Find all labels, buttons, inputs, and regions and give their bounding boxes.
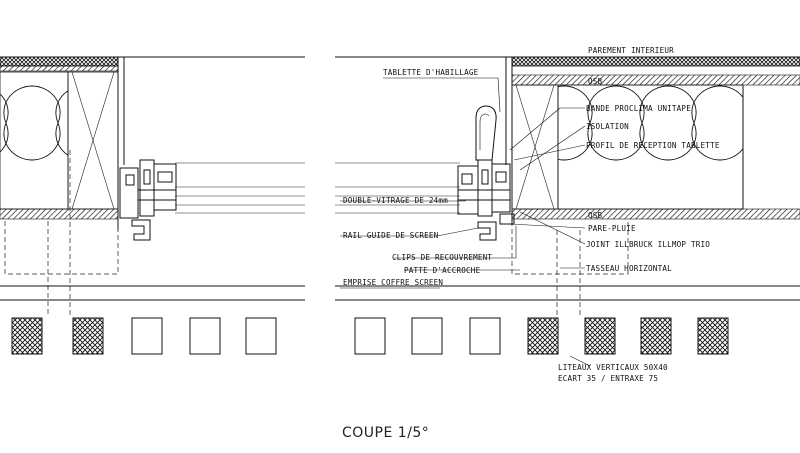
label-osb-top: OSB xyxy=(588,77,603,86)
label-rail-guide: RAIL GUIDE DE SCREEN xyxy=(343,231,439,240)
label-emprise: EMPRISE COFFRE SCREEN xyxy=(343,278,443,287)
left-window-frame xyxy=(119,159,177,241)
label-tasseau: TASSEAU HORIZONTAL xyxy=(586,264,672,273)
label-bande-proclima: BANDE PROCLIMA UNITAPE xyxy=(586,104,691,113)
left-batten-2 xyxy=(72,317,104,355)
annotation-labels: PAREMENT INTERIEUR OSB TABLETTE D'HABILL… xyxy=(342,46,720,441)
left-osb-top xyxy=(0,65,119,72)
label-pare-pluie: PARE-PLUIE xyxy=(588,224,636,233)
left-board-2 xyxy=(189,317,221,355)
label-joint-illbruck: JOINT ILLBRUCK ILLMOP TRIO xyxy=(586,240,710,249)
right-board-2 xyxy=(411,317,443,355)
right-batten-4 xyxy=(697,317,729,355)
leader-lines xyxy=(340,77,591,367)
left-parement xyxy=(0,56,119,67)
tablette-profile xyxy=(475,105,497,161)
right-batten-2 xyxy=(584,317,616,355)
left-batten-1 xyxy=(11,317,43,355)
left-wall xyxy=(0,56,305,355)
label-clips: CLIPS DE RECOUVREMENT xyxy=(392,253,492,262)
label-parement-interieur: PAREMENT INTERIEUR xyxy=(588,46,674,55)
label-patte: PATTE D'ACCROCHE xyxy=(404,266,481,275)
label-tablette: TABLETTE D'HABILLAGE xyxy=(383,68,479,77)
left-insulation xyxy=(0,71,69,210)
right-parement xyxy=(511,56,800,67)
label-double-vitrage: DOUBLE-VITRAGE DE 24mm xyxy=(343,196,448,205)
right-osb-top xyxy=(511,74,800,86)
right-board-3 xyxy=(469,317,501,355)
right-batten-3 xyxy=(640,317,672,355)
right-window-frame xyxy=(457,159,515,241)
label-isolation: ISOLATION xyxy=(586,122,629,131)
left-osb-bottom xyxy=(0,208,119,220)
label-liteaux-2: ECART 35 / ENTRAXE 75 xyxy=(558,374,658,383)
left-board-1 xyxy=(131,317,163,355)
right-batten-1 xyxy=(527,317,559,355)
left-board-3 xyxy=(245,317,277,355)
drawing-title: COUPE 1/5° xyxy=(342,425,429,441)
label-profil-reception: PROFIL DE RECEPTION TABLETTE xyxy=(586,141,720,150)
right-osb-bottom xyxy=(511,208,800,220)
right-wall xyxy=(335,56,800,355)
label-osb-bottom: OSB xyxy=(588,211,603,220)
right-board-1 xyxy=(354,317,386,355)
label-liteaux-1: LITEAUX VERTICAUX 50X40 xyxy=(558,363,668,372)
